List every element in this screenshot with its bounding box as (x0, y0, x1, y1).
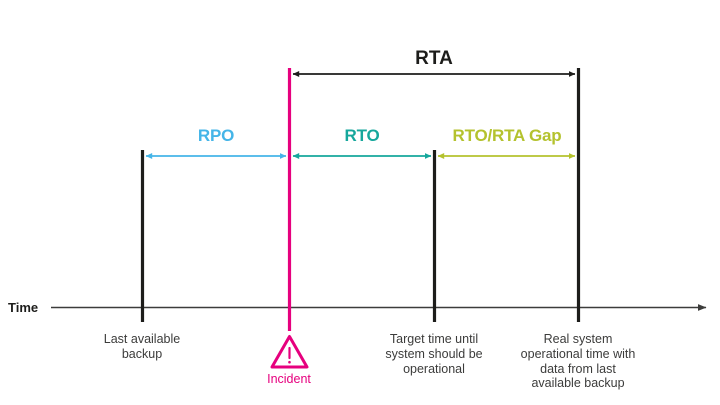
span-label-rta: RTA (415, 48, 453, 69)
marker-caption-real-operational: Real system operational time with data f… (520, 332, 636, 391)
marker-caption-target-time: Target time until system should be opera… (385, 332, 483, 376)
warning-triangle-icon (270, 335, 309, 369)
span-label-rpo: RPO (197, 126, 235, 145)
marker-caption-last-backup: Last available backup (103, 332, 181, 361)
span-label-gap: RTO/RTA Gap (452, 126, 562, 145)
time-axis-label: Time (8, 300, 39, 315)
span-label-rto: RTO (344, 126, 380, 145)
marker-caption-incident: Incident (267, 372, 311, 386)
